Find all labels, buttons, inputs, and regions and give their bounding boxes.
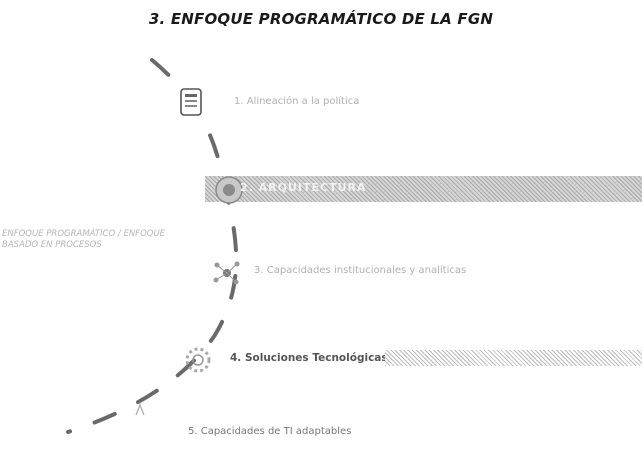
step-4-label: 4. Soluciones Tecnológicas: [230, 352, 388, 364]
step-3-label: 3. Capacidades institucionales y analíti…: [254, 265, 467, 276]
step-2-banner: [205, 176, 642, 202]
step-4-dither: [385, 350, 642, 366]
step-5-label: 5. Capacidades de TI adaptables: [188, 426, 352, 437]
step-1-label: 1. Alineación a la política: [234, 96, 360, 107]
arrow-icon: [134, 402, 146, 421]
slide-title: 3. ENFOQUE PROGRAMÁTICO DE LA FGN: [148, 10, 494, 28]
side-label: ENFOQUE PROGRAMÁTICO / ENFOQUE BASADO EN…: [2, 229, 166, 250]
network-icon: [212, 258, 242, 292]
gear-icon: [182, 344, 214, 380]
curve-dashes: [66, 58, 239, 434]
step-2-label: 2. ARQUITECTURA: [240, 181, 367, 194]
document-icon: [180, 88, 202, 120]
architecture-icon: [212, 173, 246, 211]
